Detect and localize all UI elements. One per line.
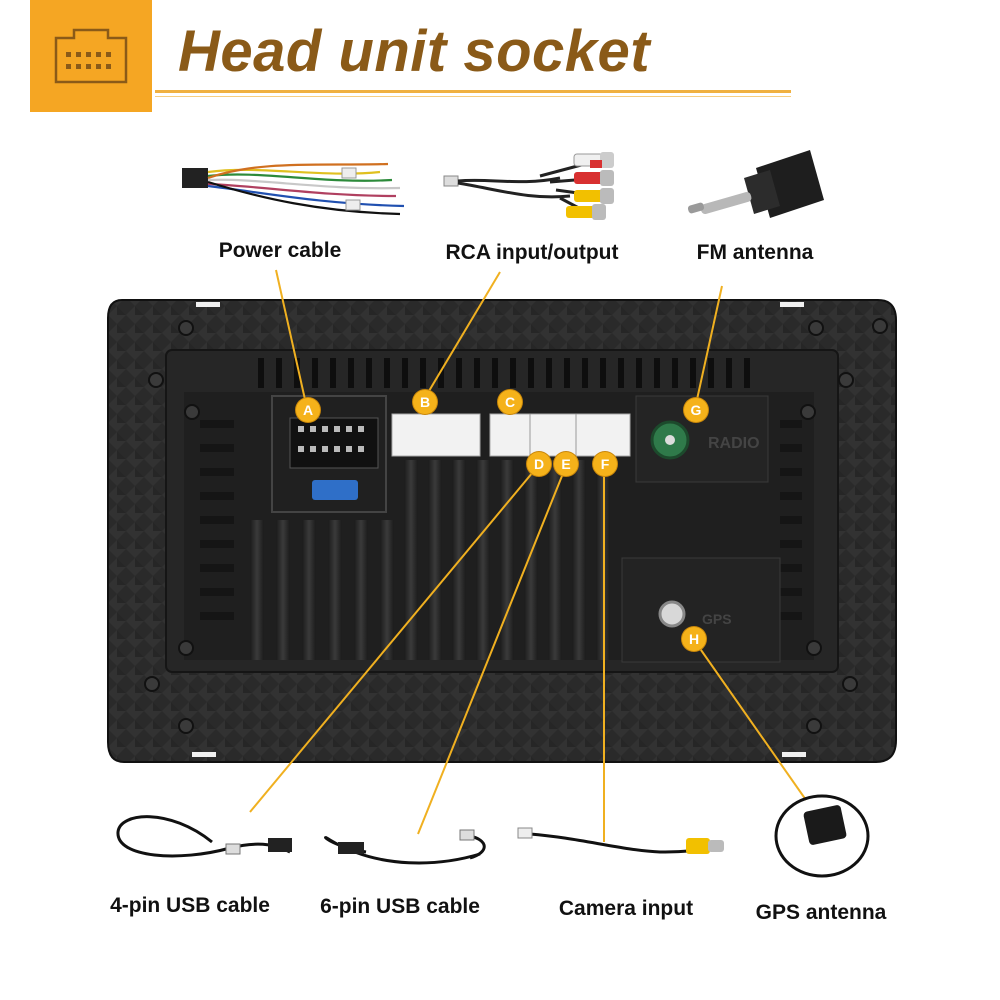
usb6-cable-image (324, 829, 486, 865)
page-title: Head unit socket (178, 19, 651, 84)
label-camera: Camera input (559, 897, 693, 920)
gps-antenna-image (774, 794, 870, 878)
label-usb6: 6-pin USB cable (320, 895, 480, 918)
label-rca: RCA input/output (446, 241, 619, 264)
marker-d: D (527, 452, 551, 476)
marker-g: G (684, 398, 708, 422)
fm-antenna-image (687, 150, 824, 218)
marker-c: C (498, 390, 522, 414)
camera-cable-image (517, 827, 724, 854)
label-usb4: 4-pin USB cable (110, 894, 270, 917)
label-fm-antenna: FM antenna (697, 241, 814, 264)
header-icon-box (30, 0, 152, 112)
label-gps-antenna: GPS antenna (756, 901, 887, 924)
connector-icon (54, 28, 128, 84)
marker-e: E (554, 452, 578, 476)
power-cable-image (182, 162, 405, 216)
marker-b: B (413, 390, 437, 414)
marker-h: H (682, 627, 706, 651)
label-power-cable: Power cable (219, 239, 342, 262)
marker-f: F (593, 452, 617, 476)
radio-print: RADIO (708, 435, 760, 452)
head-unit-back: RADIO GPS (107, 299, 897, 763)
title-underline-thin (155, 96, 791, 97)
rca-cable-image (443, 152, 614, 220)
title-underline (155, 90, 791, 93)
marker-a: A (296, 398, 320, 422)
leader-lines (249, 269, 807, 842)
usb4-cable-image (116, 815, 292, 858)
gps-print: GPS (702, 611, 732, 627)
